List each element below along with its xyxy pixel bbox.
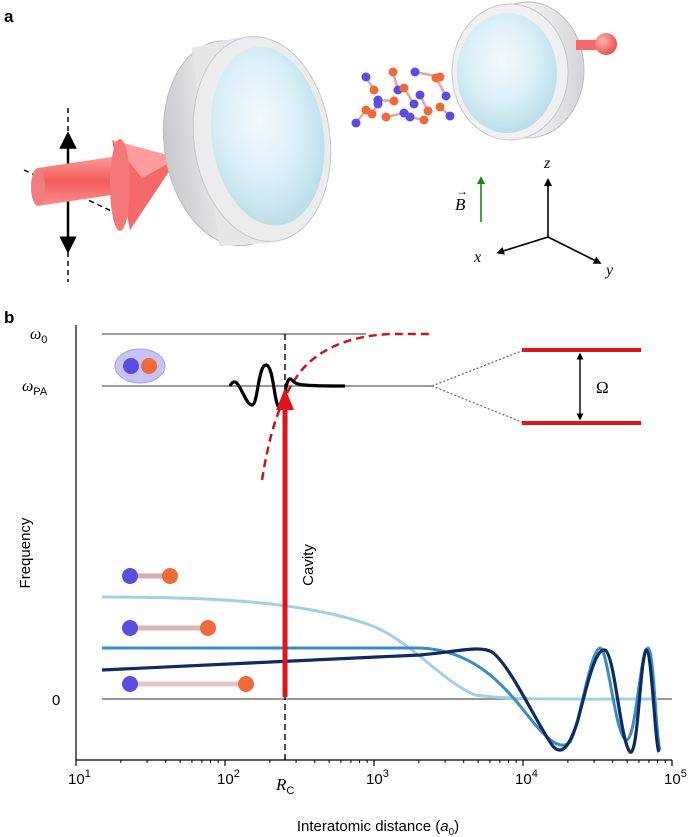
atom — [415, 90, 425, 100]
molecule-icon-medium — [122, 620, 216, 636]
right-cavity-mirror — [451, 1, 617, 141]
excited-state-dashed-curve — [260, 332, 432, 481]
x-axis-label: x — [473, 249, 481, 266]
atom — [381, 112, 391, 122]
left-cavity-mirror — [162, 36, 332, 247]
x-axis-ticks: 101 102 103 104 105 — [68, 760, 687, 788]
atom — [410, 67, 420, 77]
rabi-omega-label: Ω — [596, 378, 609, 397]
rabi-dotted-upper — [431, 349, 525, 387]
atom — [419, 115, 429, 125]
atom — [351, 118, 361, 128]
laser-beam-icon — [31, 139, 178, 231]
atom — [399, 83, 409, 93]
panel-b-label: b — [4, 308, 14, 327]
panel-a-label: a — [4, 7, 14, 26]
atom — [388, 67, 398, 77]
x-tick-label: 104 — [515, 768, 538, 788]
y-axis-label: y — [604, 262, 614, 279]
zero-label: 0 — [52, 692, 60, 709]
cavity-arrow-head — [276, 388, 294, 410]
potential-curve-light-blue — [101, 595, 659, 701]
potential-curve-dark-blue — [101, 647, 661, 754]
x-axis-title: Interatomic distance (a0) — [297, 818, 459, 837]
atom — [405, 112, 415, 122]
vector-accent: → — [456, 184, 468, 198]
omegaPA-label: ωPA — [22, 378, 48, 398]
atom — [445, 111, 455, 121]
atom — [373, 99, 383, 109]
detector-ball-icon — [595, 33, 617, 55]
atom — [369, 85, 379, 95]
rabi-dotted-lower — [431, 385, 525, 424]
atom — [361, 72, 371, 82]
atom — [389, 96, 399, 106]
coordinate-axes: z x y — [473, 155, 614, 279]
atom — [409, 99, 419, 109]
potential-curve-mid-blue — [102, 646, 662, 751]
atom — [431, 73, 441, 83]
z-axis-label: z — [543, 155, 551, 172]
molecule-icon-short — [122, 568, 178, 584]
x-tick-label: 105 — [664, 768, 687, 788]
wavefunction-curve — [228, 363, 346, 410]
panel-a: a — [4, 1, 617, 282]
y-axis-arrow — [547, 236, 602, 264]
rc-label: RC — [275, 775, 294, 797]
atom — [423, 106, 433, 116]
x-axis-arrow — [496, 236, 549, 255]
excited-molecule-icon — [114, 348, 166, 384]
omega0-label: ω0 — [30, 326, 47, 346]
panel-b: b 101 102 103 104 105 ω0 ωPA 0 Frequency Int… — [4, 308, 687, 837]
x-tick-label: 103 — [366, 768, 389, 788]
x-tick-label: 102 — [217, 768, 240, 788]
atom — [367, 109, 377, 119]
molecule-icon-long — [122, 676, 254, 692]
atom — [441, 91, 451, 101]
molecule-cloud — [351, 67, 455, 128]
atom — [435, 102, 445, 112]
magnetic-field-indicator: B → — [455, 176, 485, 222]
rabi-splitting-diagram: Ω — [431, 348, 641, 425]
magnetic-field-symbol: B — [455, 195, 466, 214]
x-tick-label: 101 — [68, 768, 91, 788]
y-axis-title: Frequency — [17, 517, 34, 588]
cavity-label: Cavity — [300, 544, 317, 586]
